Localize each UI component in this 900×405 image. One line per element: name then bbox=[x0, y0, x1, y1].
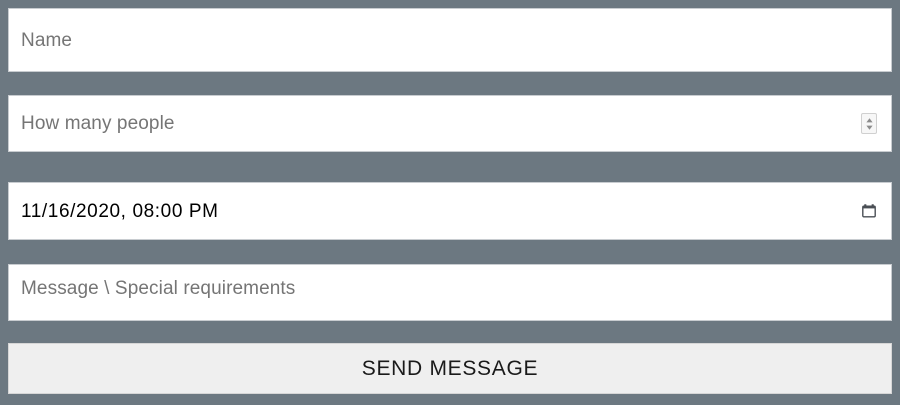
datetime-field[interactable]: 11/16/2020, 08:00 PM bbox=[8, 182, 892, 240]
message-field[interactable]: Message \ Special requirements bbox=[8, 264, 892, 321]
calendar-icon[interactable] bbox=[861, 203, 877, 219]
send-message-button[interactable]: SEND MESSAGE bbox=[8, 343, 892, 394]
spinner-up-down-icon[interactable] bbox=[861, 113, 877, 134]
message-placeholder: Message \ Special requirements bbox=[21, 278, 296, 299]
datetime-value: 11/16/2020, 08:00 PM bbox=[21, 200, 219, 222]
people-field[interactable]: How many people bbox=[8, 95, 892, 152]
name-placeholder: Name bbox=[21, 29, 73, 51]
people-placeholder: How many people bbox=[21, 113, 175, 134]
name-field[interactable]: Name bbox=[8, 8, 892, 72]
